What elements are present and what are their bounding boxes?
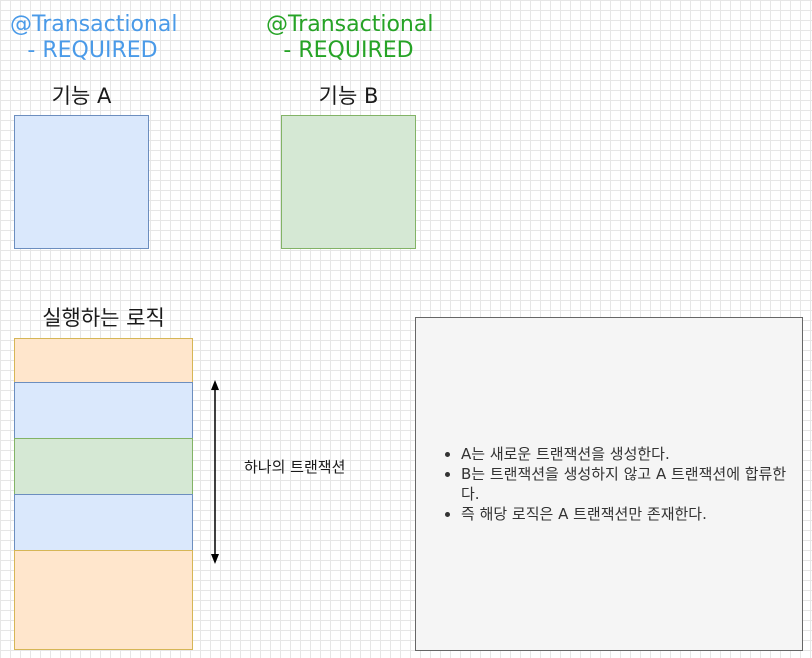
logic-stack xyxy=(14,338,193,650)
feature-a-annotation-line2: - REQUIRED xyxy=(27,38,158,63)
feature-b-box xyxy=(281,115,416,249)
feature-b-annotation: @Transactional - REQUIRED xyxy=(266,12,434,64)
transaction-label: 하나의 트랜잭션 xyxy=(244,458,346,476)
notes-box: A는 새로운 트랜잭션을 생성한다. B는 트랜잭션을 생성하지 않고 A 트랜… xyxy=(415,317,803,651)
logic-segment-green xyxy=(14,438,193,495)
double-arrow-icon xyxy=(211,380,219,564)
logic-segment-orange-top xyxy=(14,338,193,383)
logic-title: 실행하는 로직 xyxy=(42,306,165,330)
logic-segment-blue-2 xyxy=(14,494,193,551)
logic-segment-blue-1 xyxy=(14,382,193,439)
notes-list: A는 새로운 트랜잭션을 생성한다. B는 트랜잭션을 생성하지 않고 A 트랜… xyxy=(416,444,802,524)
feature-b-annotation-line1: @Transactional xyxy=(266,12,434,37)
feature-a-label: 기능 A xyxy=(51,84,112,108)
feature-a-box xyxy=(14,115,149,249)
feature-b-label: 기능 B xyxy=(318,84,379,108)
note-item: 즉 해당 로직은 A 트랜잭션만 존재한다. xyxy=(461,504,802,524)
feature-a-annotation: @Transactional - REQUIRED xyxy=(10,12,178,64)
note-item: B는 트랜잭션을 생성하지 않고 A 트랜잭션에 합류한다. xyxy=(461,464,802,504)
logic-segment-orange-bottom xyxy=(14,550,193,650)
feature-a-annotation-line1: @Transactional xyxy=(10,12,178,37)
feature-b-annotation-line2: - REQUIRED xyxy=(283,38,414,63)
note-item: A는 새로운 트랜잭션을 생성한다. xyxy=(461,444,802,464)
